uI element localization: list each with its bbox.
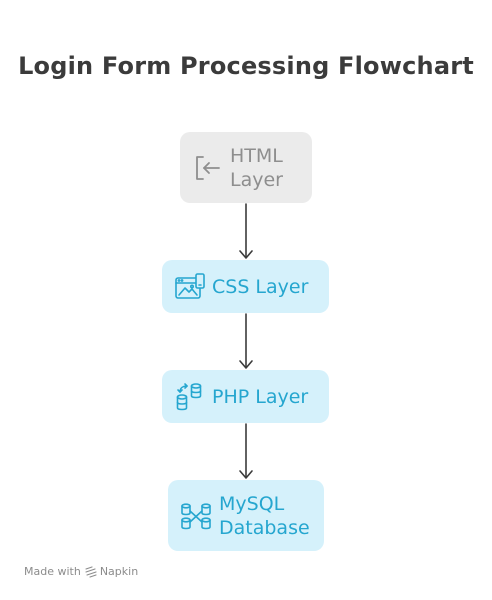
node-label: MySQL Database	[219, 492, 310, 539]
node-php-layer: PHP Layer	[162, 370, 329, 423]
node-label: CSS Layer	[212, 275, 309, 298]
arrow-html-to-css	[239, 203, 253, 259]
node-html-layer: HTML Layer	[180, 132, 312, 203]
footer-brand: Napkin	[99, 565, 139, 578]
footer-credit: Made with Napkin	[24, 565, 138, 578]
node-label: HTML Layer	[230, 144, 283, 191]
login-icon	[190, 153, 224, 183]
footer-made-with: Made with	[24, 565, 81, 578]
web-design-icon	[173, 272, 207, 302]
node-label: PHP Layer	[212, 385, 309, 408]
arrow-css-to-php	[239, 313, 253, 369]
page-title: Login Form Processing Flowchart	[18, 52, 474, 80]
napkin-logo-icon	[85, 565, 97, 578]
database-sync-icon	[173, 381, 207, 413]
node-css-layer: CSS Layer	[162, 260, 329, 313]
node-mysql-database: MySQL Database	[168, 480, 324, 551]
arrow-php-to-mysql	[239, 423, 253, 479]
database-network-icon	[179, 501, 213, 531]
